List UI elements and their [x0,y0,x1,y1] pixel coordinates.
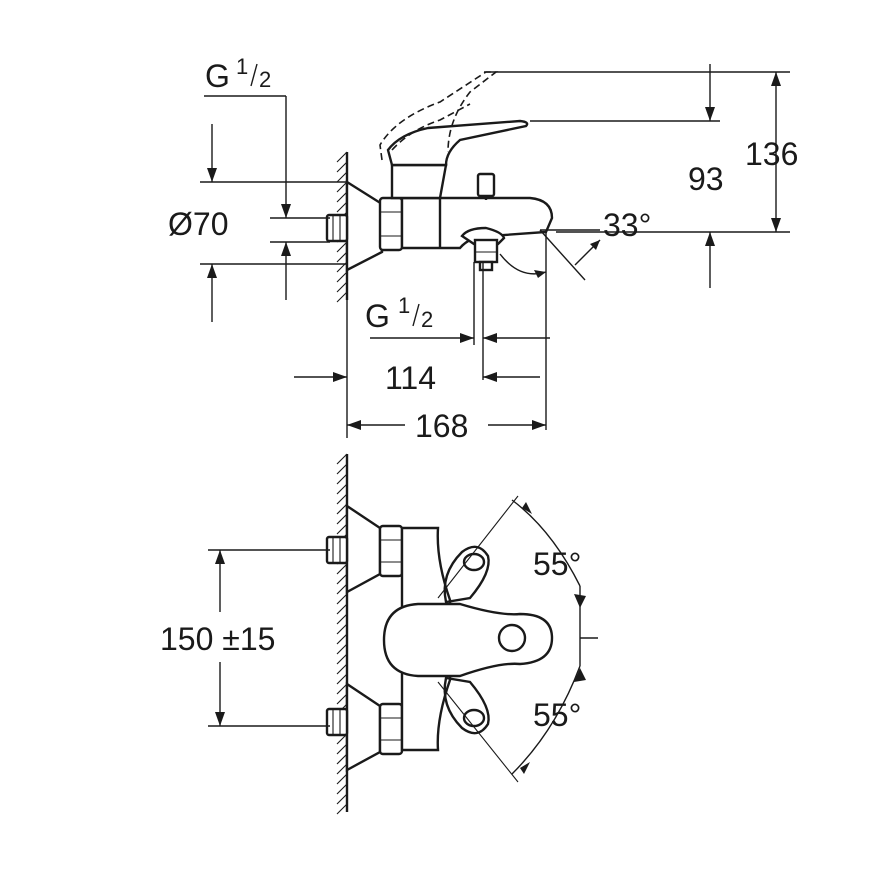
front-lever-ghost-upper [443,545,490,604]
hatch-line [336,161,348,173]
spacing-label: 150 ±15 [160,621,275,657]
front-nut-lower [378,702,404,756]
hatch-line [336,483,348,495]
side-lever [386,119,529,167]
hatch-line [336,181,348,193]
thread-top-denominator: 2 [259,67,271,92]
hatch-line [336,793,348,805]
thread-top-numerator: 1 [236,54,248,79]
angle-33-label: 33° [603,207,651,243]
hatch-line [336,753,348,765]
thread-bottom-dimension: G 1 2 [365,293,550,343]
front-view: 55° 55° 150 ±15 [160,453,598,815]
hatch-line [336,643,348,655]
side-eccentric-nut [325,213,349,243]
hatch-line [336,613,348,625]
front-escutcheon-upper [345,503,382,595]
spacing-dimension: 150 ±15 [160,549,330,727]
angle-55-top-label: 55° [533,546,581,582]
height-dimensions: 93 136 [484,64,798,288]
hatch-line [336,201,348,213]
dim-168-label: 168 [415,408,468,444]
hatch-line [336,583,348,595]
hatch-line [336,693,348,705]
angle-55-bottom-dimension: 55° [511,665,586,775]
front-escutcheon-lower [345,681,382,773]
hatch-line [336,783,348,795]
thread-bottom-main: G [365,298,390,334]
hatch-line [336,683,348,695]
hatch-line [336,271,348,283]
hatch-line [336,673,348,685]
hatch-line [336,453,348,465]
hatch-line [336,663,348,675]
diameter-label: Ø70 [168,206,228,242]
dim-136-label: 136 [745,136,798,172]
hatch-line [336,763,348,775]
thread-bottom-denominator: 2 [421,307,433,332]
hatch-line [336,773,348,785]
hatch-line [336,281,348,293]
front-lever [382,602,554,678]
hatch-line [336,291,348,303]
hatch-line [336,251,348,263]
front-nut-upper [378,524,404,578]
side-diverter-knob [476,172,496,198]
hatch-line [336,473,348,485]
hatch-line [336,803,348,815]
hatch-line [336,633,348,645]
hatch-line [336,513,348,525]
hatch-line [336,191,348,203]
dim-114: 114 [294,300,540,438]
thread-bottom-numerator: 1 [398,293,410,318]
hatch-line [336,563,348,575]
hatch-line [336,503,348,515]
dim-114-label: 114 [385,360,436,396]
hatch-line [336,573,348,585]
front-lever-ghost-lower [443,676,490,735]
hatch-line [336,653,348,665]
front-lever-cap [497,623,527,653]
hatch-line [336,171,348,183]
side-connection-nut [378,196,404,252]
hatch-line [336,623,348,635]
diameter-dimension: Ø70 [168,124,347,322]
thread-top-main: G [205,58,230,94]
hatch-line [336,603,348,615]
hatch-line [336,523,348,535]
hatch-line [336,463,348,475]
dim-168: 168 [347,408,546,444]
front-wall [336,453,349,815]
angle-55-bottom-label: 55° [533,697,581,733]
hatch-line [336,743,348,755]
hatch-line [336,241,348,253]
side-outlet-connector [473,238,499,264]
angle-33-dimension: 33° [499,207,651,281]
angle-55-top-dimension: 55° [511,499,586,608]
dim-93-label: 93 [688,161,724,197]
side-wall-hatching [336,151,348,303]
hatch-line [336,493,348,505]
thread-top-dimension: G 1 2 [204,54,330,300]
hatch-line [336,151,348,163]
side-cartridge-housing [390,163,448,200]
front-wall-hatching [336,453,348,815]
side-view: 33° Ø70 G 1 2 [168,54,798,444]
hatch-line [336,593,348,605]
side-escutcheon [345,179,384,272]
